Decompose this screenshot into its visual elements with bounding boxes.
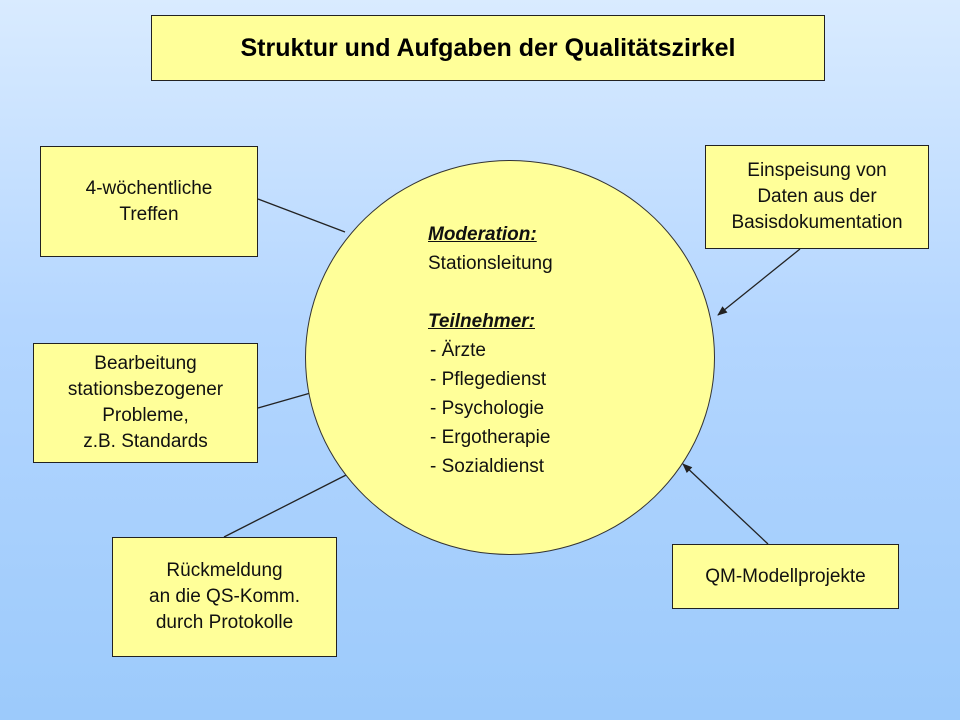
participants-label: Teilnehmer: <box>428 311 535 332</box>
box-feedback: Rückmeldung an die QS-Komm. durch Protok… <box>112 537 337 657</box>
box-meetings-line: 4-wöchentliche <box>85 177 213 199</box>
participant-item: - Pflegedienst <box>430 369 547 390</box>
box-data-feed-line: Daten aus der <box>757 186 877 207</box>
participant-item: - Ärzte <box>430 340 486 361</box>
box-qm-projects-line: QM-Modellprojekte <box>705 565 866 587</box>
box-problems-line: z.B. Standards <box>83 431 208 452</box>
box-data-feed: Einspeisung von Daten aus der Basisdokum… <box>705 145 929 249</box>
participants-list: - Ärzte - Pflegedienst - Psychologie - E… <box>428 336 553 481</box>
line-meetings <box>257 198 346 233</box>
moderation-label: Moderation: <box>428 224 537 245</box>
box-problems-line: stationsbezogener <box>67 379 224 400</box>
box-feedback-line: Rückmeldung <box>166 560 283 581</box>
box-data-feed-line: Basisdokumentation <box>731 212 903 233</box>
box-qm-projects: QM-Modellprojekte <box>672 544 899 609</box>
box-problems-line: Probleme, <box>102 405 189 426</box>
line-problems <box>257 391 315 409</box>
box-data-feed-line: Einspeisung von <box>747 160 887 181</box>
line-feedback <box>223 470 355 538</box>
title-box: Struktur und Aufgaben der Qualitätszirke… <box>151 15 825 81</box>
box-meetings-line: Treffen <box>119 203 179 225</box>
page-title: Struktur und Aufgaben der Qualitätszirke… <box>240 34 736 62</box>
box-problems: Bearbeitung stationsbezogener Probleme, … <box>33 343 258 463</box>
spacer <box>428 278 553 307</box>
box-feedback-line: an die QS-Komm. <box>149 586 300 607</box>
arrow-data-feed <box>717 248 801 316</box>
box-feedback-line: durch Protokolle <box>155 612 294 633</box>
participant-item: - Psychologie <box>430 398 545 419</box>
moderation-value: Stationsleitung <box>428 253 553 274</box>
participant-item: - Ergotherapie <box>430 427 551 448</box>
quality-circle-content: Moderation: Stationsleitung Teilnehmer: … <box>428 220 553 481</box>
quality-circle <box>305 160 715 555</box>
arrow-qm-projects <box>682 463 769 545</box>
participant-item: - Sozialdienst <box>430 456 545 477</box>
box-problems-line: Bearbeitung <box>94 353 197 374</box>
box-meetings: 4-wöchentliche Treffen <box>40 146 258 257</box>
